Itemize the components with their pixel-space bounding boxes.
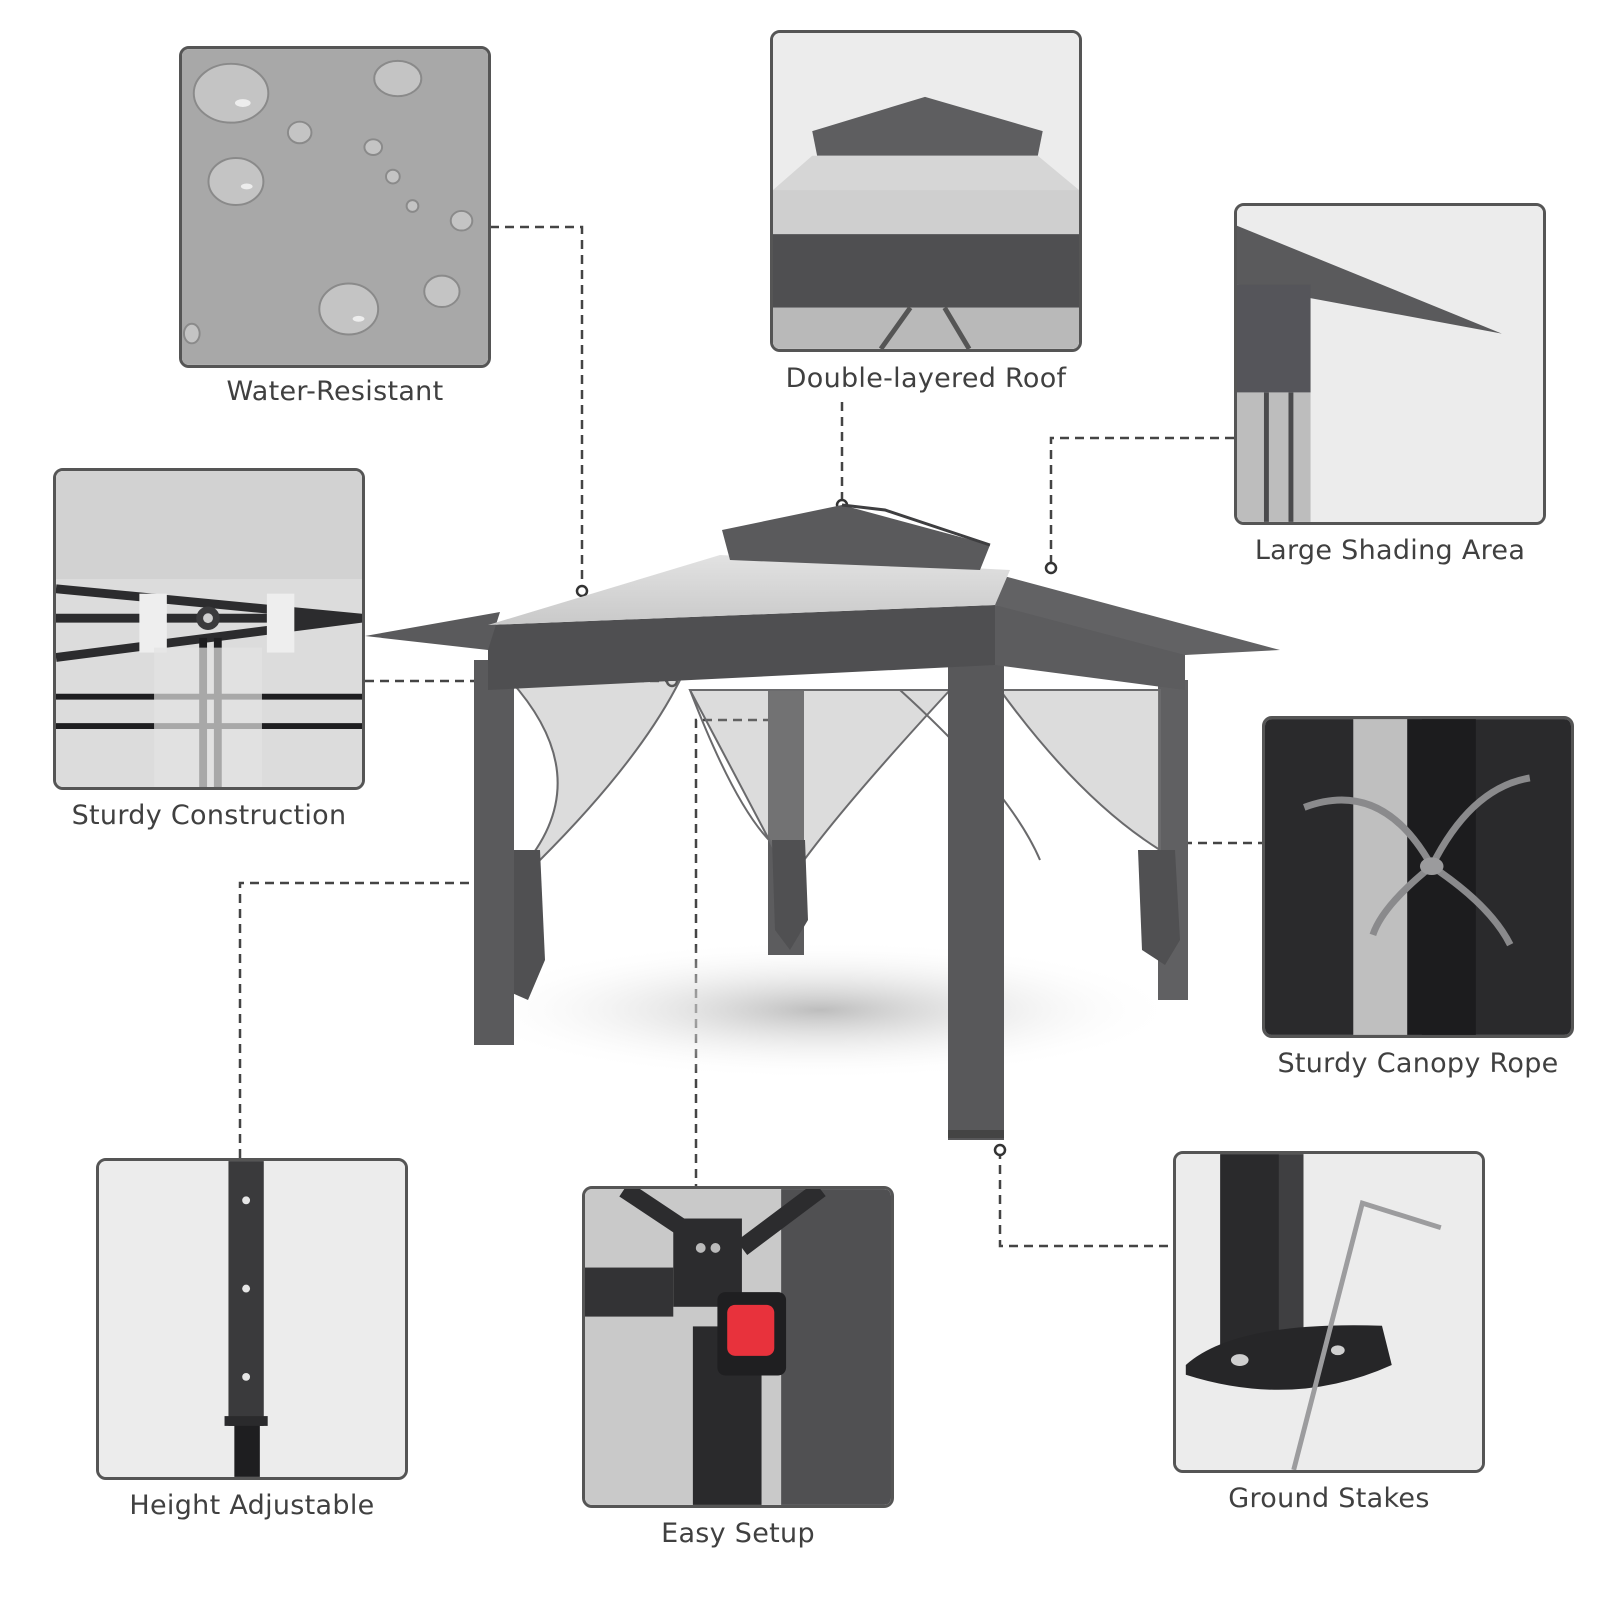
sturdy-construction-photo <box>53 468 365 790</box>
height-adjustable-photo <box>96 1158 408 1480</box>
curtain-bundles <box>505 840 1180 1000</box>
easy-setup-photo <box>582 1186 894 1508</box>
caption-easy-setup: Easy Setup <box>661 1518 815 1549</box>
ground-shadow <box>460 940 1180 1080</box>
eave-right <box>995 575 1280 655</box>
caption-canopy-rope: Sturdy Canopy Rope <box>1277 1048 1559 1079</box>
red-release-button <box>727 1304 775 1356</box>
dot-water <box>575 584 589 598</box>
stake-foot-image <box>1176 1154 1482 1470</box>
caption-large-shading: Large Shading Area <box>1254 535 1526 566</box>
dot-stakes <box>993 1143 1007 1157</box>
caption-ground-stakes: Ground Stakes <box>1228 1483 1430 1514</box>
roof-upper <box>722 505 990 570</box>
shading-eave-image <box>1237 206 1543 522</box>
leader-stakes <box>998 1150 1173 1248</box>
caption-sturdy-construction: Sturdy Construction <box>71 800 347 831</box>
valance-front <box>488 605 995 690</box>
double-roof-photo <box>770 30 1082 352</box>
caption-height-adjustable: Height Adjustable <box>129 1490 375 1521</box>
dot-shade <box>1044 561 1058 575</box>
frame-joint-image <box>56 471 362 787</box>
leader-shade <box>1049 436 1234 568</box>
roof-lower <box>488 555 1010 625</box>
front-leg-right <box>948 660 1004 1140</box>
eave-left <box>365 612 500 650</box>
leader-setup <box>694 718 787 1186</box>
leader-water <box>490 225 584 591</box>
telescoping-leg-image <box>99 1161 405 1477</box>
double-roof-image <box>773 33 1079 349</box>
mesh-netting <box>507 679 1161 882</box>
large-shading-photo <box>1234 203 1546 525</box>
water-resistant-photo <box>179 46 491 368</box>
ground-stakes-photo <box>1173 1151 1485 1473</box>
rope-tie-image <box>1265 719 1571 1035</box>
caption-double-roof: Double-layered Roof <box>785 363 1067 394</box>
canopy-rope-photo <box>1262 716 1574 1038</box>
release-button-image <box>585 1189 891 1505</box>
water-droplets-image <box>182 49 488 365</box>
leader-height <box>238 881 484 1158</box>
front-leg-left <box>474 660 514 1045</box>
caption-water-resistant: Water-Resistant <box>226 376 444 407</box>
valance-right <box>995 605 1185 690</box>
